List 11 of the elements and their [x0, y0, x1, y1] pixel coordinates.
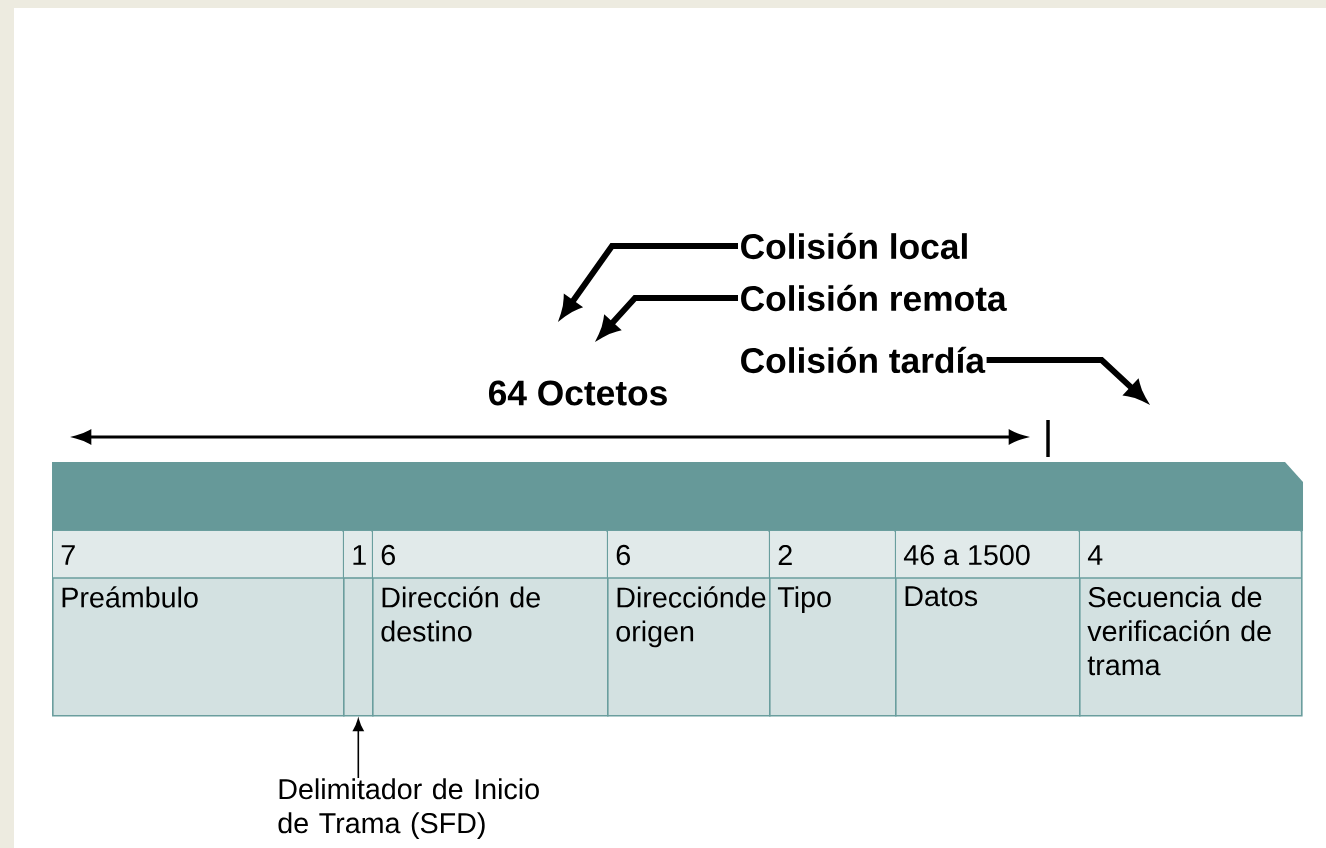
callout-text: Colisión local — [741, 232, 967, 260]
dimension-label: 64 Octetos — [488, 380, 667, 406]
frame-field: 6 Direcciónde origen — [606, 530, 771, 717]
callout-text: Delimitador de Inicio de Trama (SFD) — [278, 778, 539, 839]
frame-field: 1 — [342, 530, 374, 717]
callout-text: Colisión tardía — [741, 346, 986, 374]
frame-field: 4 Secuencia de verificación de trama — [1078, 530, 1303, 717]
callout-text: Colisión remota — [741, 284, 1007, 312]
frame-field: 2 Tipo — [768, 530, 897, 717]
frame-field: 46 a 1500 Datos — [894, 530, 1081, 717]
arrow — [352, 718, 364, 779]
